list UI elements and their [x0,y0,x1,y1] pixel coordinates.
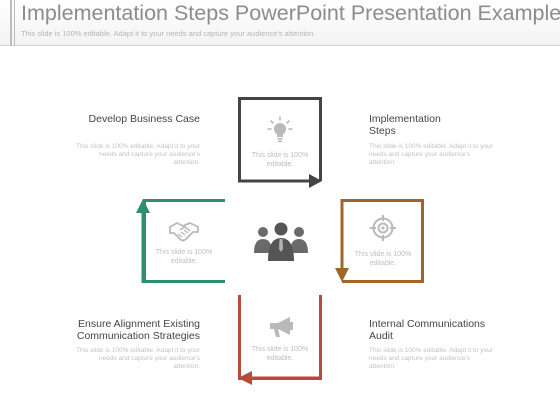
right-arrowhead [335,268,349,282]
header-bar: Implementation Steps PowerPoint Presenta… [0,0,560,46]
develop-business-case-title: Develop Business Case [88,113,200,125]
ensure-alignment-title: Ensure Alignment Existing Communication … [76,318,200,342]
implementation-steps-title: Implementation Steps [369,113,441,137]
box-implementation-steps [342,199,424,283]
team-icon [254,222,308,261]
right-box-text: This slide is 100% editable. [354,251,412,267]
ensure-alignment-body: This slide is 100% editable. Adapt it to… [76,347,200,370]
bottom-box-text: This slide is 100% editable. [251,346,309,362]
slide-subtitle: This slide is 100% editable. Adapt it to… [21,29,316,38]
box-internal-communications [238,295,322,380]
internal-communications-body: This slide is 100% editable. Adapt it to… [369,347,493,370]
develop-business-case-body: This slide is 100% editable. Adapt it to… [76,143,200,166]
implementation-steps-body: This slide is 100% editable. Adapt it to… [369,143,493,166]
lightbulb-icon [267,116,293,143]
internal-communications-title: Internal Communications Audit [369,318,486,342]
target-icon [370,215,396,241]
box-develop-business-case [238,97,322,181]
left-box-text: This slide is 100% editable. [155,249,213,265]
slide-title: Implementation Steps PowerPoint Presenta… [21,1,560,25]
box-ensure-alignment [143,199,225,283]
handshake-icon [169,222,199,242]
header-rule [10,0,15,46]
top-box-text: This slide is 100% editable. [251,152,309,168]
megaphone-icon [270,317,293,337]
top-arrowhead [309,174,322,188]
